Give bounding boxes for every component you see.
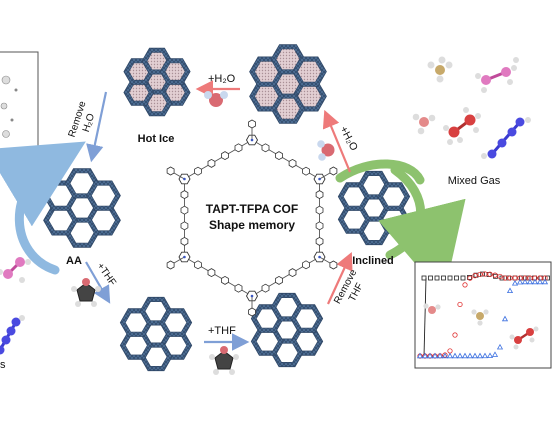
gas-molecule-icon [475, 57, 519, 93]
cof-cluster-hot-ice [123, 47, 191, 117]
water-molecule-icon [204, 91, 228, 107]
gas-molecule-icon [427, 56, 453, 83]
gas-molecule-icon [0, 257, 31, 283]
label-inclined: Inclined [352, 255, 394, 267]
gas-molecule-icon [0, 315, 25, 355]
arrow-add-h2o-right [322, 109, 352, 173]
cof-cluster-aa [43, 168, 121, 248]
green-swirl-arrow-tail [378, 198, 466, 297]
arrow-remove-h2o [86, 91, 108, 163]
gas-molecule-icon [443, 107, 481, 145]
plot-molecule-methane [471, 309, 489, 326]
plot-molecule-water [423, 303, 441, 314]
arrow-remove-thf [327, 252, 353, 305]
breakthrough-plot-icon [414, 261, 552, 369]
center-subtitle: Shape memory [209, 218, 295, 232]
tapt-tfpa-network [166, 119, 338, 317]
blue-swirl-arrow [0, 141, 86, 275]
label-add-h2o-top: +H₂O [208, 73, 236, 85]
cof-cluster-top-right-ice [249, 44, 327, 124]
water-molecule-icon [317, 140, 335, 161]
green-swirl-arrow-head [335, 159, 425, 185]
gas-molecule-icon [481, 117, 531, 159]
thf-molecule-icon [71, 278, 101, 307]
label-mixed-gas: Mixed Gas [448, 175, 501, 187]
plot-molecule-ethane [509, 326, 539, 350]
thf-molecule-icon [209, 346, 239, 375]
left-edge-text: s [0, 359, 6, 371]
cof-cluster-bottom-left [119, 296, 193, 372]
cof-cluster-bottom-right [250, 292, 324, 368]
label-aa: AA [66, 255, 82, 267]
left-inset-molecules [0, 75, 18, 138]
arrow-add-thf-left [85, 261, 111, 304]
label-add-thf-bottom: +THF [208, 325, 236, 337]
cof-cluster-inclined [337, 170, 411, 246]
gas-molecule-icon [412, 113, 436, 135]
center-title: TAPT-TFPA COF [206, 202, 298, 216]
label-hot-ice: Hot Ice [138, 133, 175, 145]
